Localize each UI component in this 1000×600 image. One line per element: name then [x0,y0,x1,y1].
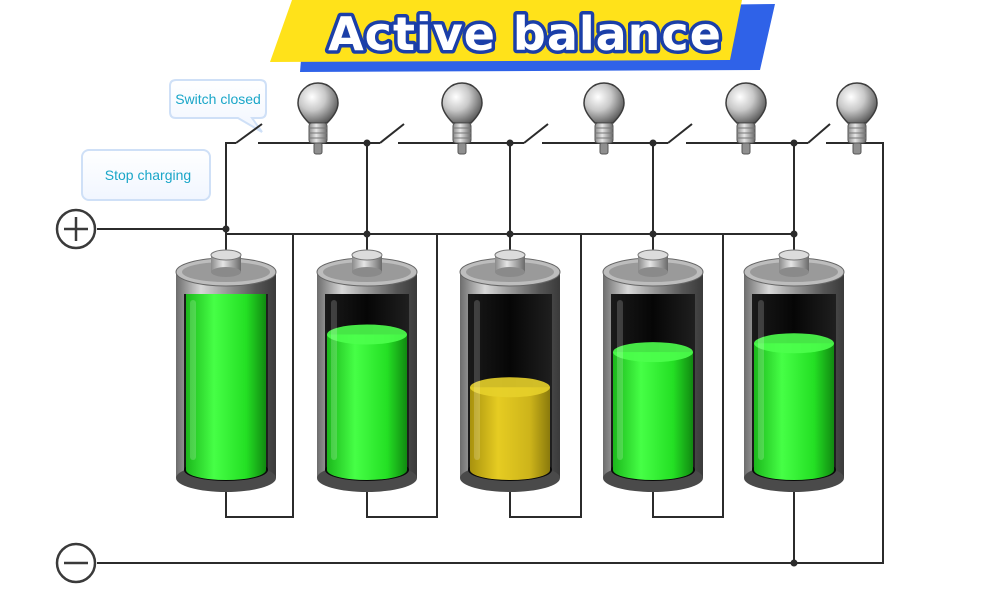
battery-charge-level [613,342,693,480]
battery-charge-level [470,377,550,480]
wiring [97,123,884,567]
negative-terminal-icon [55,542,97,584]
callout-stop-label: Stop charging [105,167,191,183]
battery [459,249,561,492]
battery-charge-level [754,333,834,480]
banner-yellow-shape [270,0,742,62]
battery [175,249,277,492]
light-bulb-icon [836,82,878,155]
batteries [175,249,845,492]
light-bulb-icon [297,82,339,155]
light-bulb-icon [725,82,767,155]
callout-switch-label: Switch closed [175,91,261,107]
light-bulb-icon [441,82,483,155]
light-bulb-icon [583,82,625,155]
bulbs [297,82,878,155]
battery [316,249,418,492]
title-banner: Active balance [270,0,775,72]
battery-charge-level [327,324,407,480]
title: Active balance [328,7,722,61]
battery [743,249,845,492]
battery [602,249,704,492]
callout-stop-charging: Stop charging [81,149,211,201]
callout-switch-closed: Switch closed [169,79,267,133]
positive-terminal-icon [55,208,97,250]
battery-charge-level [186,294,266,480]
